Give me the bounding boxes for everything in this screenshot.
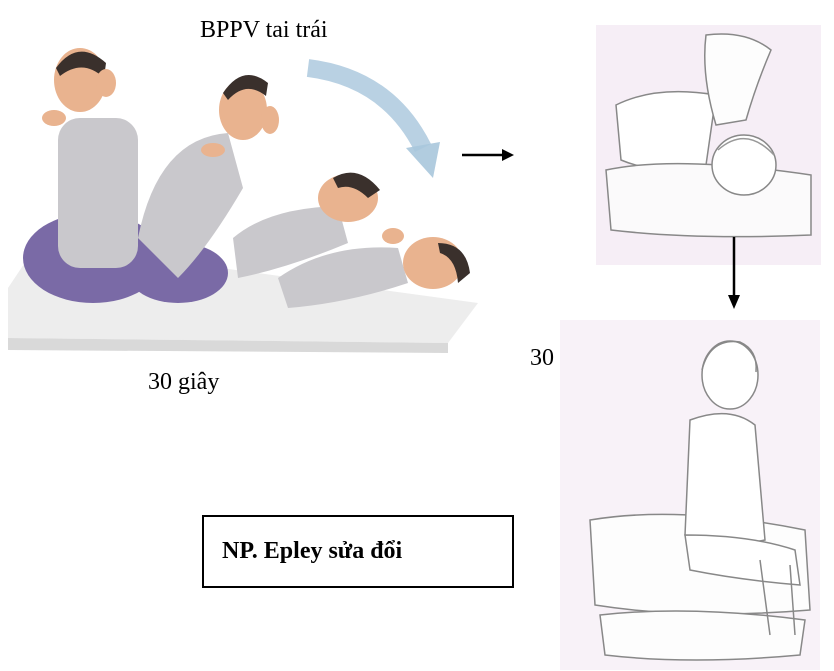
illustration-seated bbox=[560, 320, 820, 670]
method-label-box: NP. Epley sửa đổi bbox=[202, 515, 514, 588]
step1-duration-label: 30 giây bbox=[148, 370, 219, 394]
arrow-right-icon bbox=[460, 145, 520, 165]
illustration-lying-head-turned bbox=[596, 25, 821, 265]
method-label: NP. Epley sửa đổi bbox=[222, 538, 402, 565]
illustration-head-tilt-sequence bbox=[8, 38, 488, 338]
arrow-down-icon bbox=[724, 235, 744, 315]
